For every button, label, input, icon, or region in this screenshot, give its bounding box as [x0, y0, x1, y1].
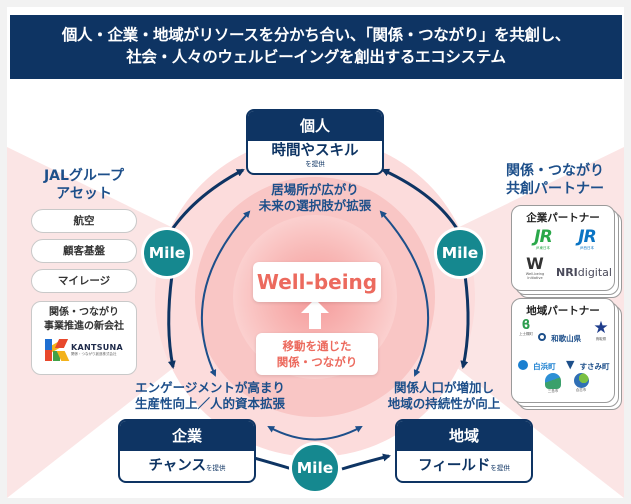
kantsuna-name: KANTSUNA [70, 343, 124, 352]
node-region-resource-text: フィールド [418, 458, 491, 474]
node-company-resource: チャンスを提供 [120, 451, 254, 481]
kantsuna-subtitle: 関係・つながり創造株式会社 [70, 352, 117, 356]
logo-jr-west: JR JR西日本 [570, 228, 604, 250]
inner-arrow-right [379, 210, 430, 377]
benefit-individual-line-2: 未来の選択肢が拡張 [258, 198, 372, 213]
benefit-company-line-2: 生産性向上／人的資本拡張 [134, 396, 285, 411]
logo-well-being-initiative: W Well-being Initiative [518, 254, 552, 281]
benefit-individual: 居場所が広がり 未来の選択肢が拡張 [245, 182, 385, 214]
kantsuna-k-icon [44, 339, 70, 361]
up-arrow-icon [301, 299, 329, 329]
node-company-resource-text: チャンス [148, 458, 207, 474]
header-line-1: 個人・企業・地域がリソースを分かち合い、「関係・つながり」を共創し、 [61, 26, 571, 44]
wakayama-emblem-icon [538, 332, 546, 341]
asset-mileage: マイレージ [31, 269, 137, 293]
node-individual-title: 個人 [248, 111, 382, 141]
header-line-2: 社会・人々のウェルビーイングを創出するエコシステム [126, 48, 506, 66]
new-company-card: 関係・つながり 事業推進の新会社 KANTSUNA 関係・つながり創造株式会社 [31, 301, 137, 375]
new-company-line-2: 事業推進の新会社 [44, 321, 124, 332]
mishima-emblem-icon [545, 373, 561, 389]
logo-kamishihoro-name: 上士幌町 [519, 332, 533, 336]
logo-mishima: 三島市 [542, 373, 564, 393]
logo-koshi: 合志市 [570, 373, 592, 392]
logo-koshi-name: 合志市 [575, 388, 587, 392]
diagram-canvas: 個人・企業・地域がリソースを分かち合い、「関係・つながり」を共創し、 社会・人々… [7, 7, 624, 498]
mile-badge-left: Mile [144, 230, 190, 276]
logo-jr-west-mark: JR [578, 227, 596, 247]
benefit-company: エンゲージメントが高まり 生産性向上／人的資本拡張 [125, 380, 295, 412]
logo-shirahama-name: 白浜町 [533, 362, 556, 371]
node-region: 地域 フィールドを提供 [395, 419, 533, 483]
arrow-mile-to-individual-left [165, 168, 245, 238]
logo-mishima-name: 三島市 [547, 389, 559, 393]
susami-emblem-icon: ▼ [566, 357, 575, 371]
arrow-mile-to-region [460, 274, 470, 369]
logo-kamishihoro: ϐ 上士幌町 [516, 319, 536, 336]
asset-customer-base: 顧客基盤 [31, 239, 137, 263]
wellbeing-label: Well-being [253, 262, 381, 302]
shirahama-emblem-icon [518, 359, 528, 370]
movement-connection-box: 移動を通じた 関係・つながり [256, 333, 378, 375]
partners-title: 関係・つながり 共創パートナー [495, 162, 615, 198]
node-individual-provide: を提供 [305, 160, 325, 168]
logo-nri-suffix: digital [577, 266, 612, 279]
node-company-provide: を提供 [206, 464, 226, 472]
movement-line-1: 移動を通じた [282, 339, 352, 353]
benefit-company-line-1: エンゲージメントが高まり [135, 380, 285, 395]
regional-partners-title: 地域パートナー [526, 305, 600, 317]
tottori-star-icon: ★ [593, 318, 609, 338]
kantsuna-logo: KANTSUNA 関係・つながり創造株式会社 [32, 339, 136, 361]
node-region-provide: を提供 [490, 464, 510, 472]
logo-wbi-mark: W [526, 254, 544, 273]
partners-title-line-2: 共創パートナー [506, 181, 604, 197]
logo-jr-east: JR JR東日本 [526, 228, 560, 250]
corporate-partners-card: 企業パートナー JR JR東日本 JR JR西日本 W Well-being I… [511, 205, 615, 291]
logo-nri-mark: NRI [556, 266, 578, 279]
corporate-partners-title: 企業パートナー [526, 212, 600, 224]
logo-shirahama: 白浜町 [518, 354, 562, 373]
logo-jr-west-sub: JR西日本 [580, 246, 594, 250]
logo-jr-east-mark: JR [534, 227, 552, 247]
kamishihoro-emblem-icon: ϐ [521, 318, 531, 333]
jal-assets-title: JALグループ アセット [27, 167, 141, 203]
node-company-title: 企業 [120, 421, 254, 451]
logo-susami: ▼ すさみ町 [566, 354, 614, 373]
arrow-mile-to-individual-right [381, 168, 461, 233]
logo-wbi-sub: Well-being Initiative [525, 272, 545, 280]
jal-assets-title-line-1: JALグループ [43, 168, 125, 184]
logo-nri-digital: NRIdigital [556, 261, 614, 280]
node-individual-resource: 時間やスキル を提供 [248, 141, 382, 173]
mile-badge-right: Mile [437, 230, 483, 276]
benefit-region-line-1: 関係人口が増加し [393, 380, 494, 395]
regional-partners-card: 地域パートナー ϐ 上士幌町 和歌山県 ★ 鳥取県 白浜町 ▼ すさみ町 三島市… [511, 298, 615, 403]
logo-susami-name: すさみ町 [579, 362, 610, 371]
logo-tottori: ★ 鳥取県 [590, 318, 612, 342]
inner-arrow-bottom [267, 426, 363, 441]
new-company-line-1: 関係・つながり [49, 307, 119, 318]
node-region-title: 地域 [397, 421, 531, 451]
logo-tottori-name: 鳥取県 [595, 337, 607, 341]
node-individual-resource-text: 時間やスキル [271, 143, 359, 159]
node-region-resource: フィールドを提供 [397, 451, 531, 481]
asset-aviation: 航空 [31, 209, 137, 233]
inner-arrow-left [200, 210, 251, 377]
movement-line-2: 関係・つながり [276, 355, 358, 369]
logo-wakayama-name: 和歌山県 [551, 334, 582, 343]
arrow-mile-to-company [167, 274, 176, 369]
benefit-region: 関係人口が増加し 地域の持続性が向上 [379, 380, 509, 412]
page-header: 個人・企業・地域がリソースを分かち合い、「関係・つながり」を共創し、 社会・人々… [10, 15, 622, 79]
benefit-individual-line-1: 居場所が広がり [271, 182, 359, 197]
logo-wakayama: 和歌山県 [538, 326, 582, 345]
koshi-emblem-icon [573, 373, 589, 388]
mile-badge-bottom: Mile [292, 445, 338, 491]
jal-assets-title-line-2: アセット [56, 186, 112, 202]
node-company: 企業 チャンスを提供 [118, 419, 256, 483]
partners-title-line-1: 関係・つながり [506, 163, 604, 179]
arrow-mile-to-region-bottom [341, 453, 391, 471]
logo-jr-east-sub: JR東日本 [536, 246, 550, 250]
benefit-region-line-2: 地域の持続性が向上 [387, 396, 501, 411]
node-individual: 個人 時間やスキル を提供 [246, 109, 384, 175]
